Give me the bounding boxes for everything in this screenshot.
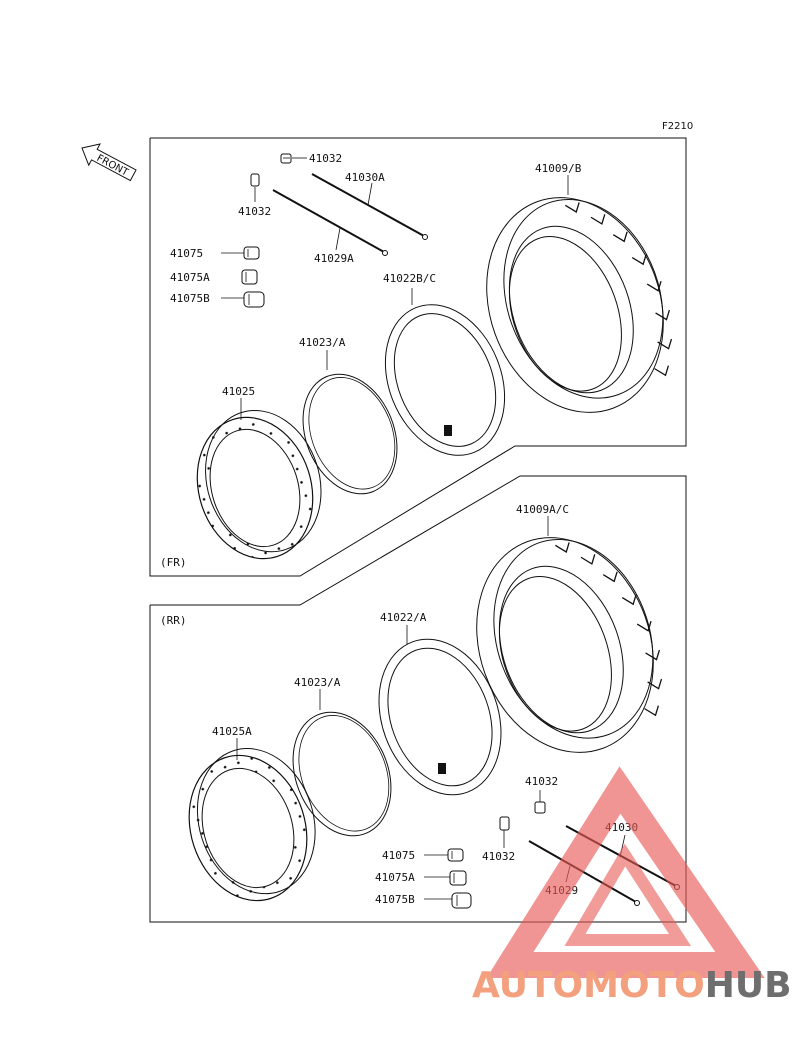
watermark-triangle-icon [486,766,765,978]
rear-section-frame [149,475,687,923]
valve-cap-front-top [280,153,292,164]
nut-41075B-rear [451,892,472,909]
tube-valve-front [444,425,452,436]
tire-41009AC [476,537,663,753]
tube-41022A [378,638,502,796]
label-41075A-rear: 41075A [375,871,415,884]
nut-41075-rear [447,848,464,862]
label-41025A: 41025A [212,725,252,738]
label-41075B-front: 41075B [170,292,210,305]
nut-41075A-rear [449,870,467,886]
label-41075-front: 41075 [170,247,203,260]
valve-cap-rear-top [534,801,546,814]
rim-41025 [196,409,322,560]
label-41032-rear-a: 41032 [525,775,558,788]
watermark-text-part2: HUB [705,965,792,1006]
figure-code: F2210 [662,121,693,132]
label-41009B: 41009/B [535,162,582,175]
watermark-text-part1: AUTOMOTO [472,965,705,1006]
label-41022A: 41022/A [380,611,427,624]
label-41023A-rear: 41023/A [294,676,341,689]
label-41032-rear-b: 41032 [482,850,515,863]
valve-cap-front-left [250,173,260,187]
section-label-front: (FR) [160,556,187,569]
label-41032-front-a: 41032 [309,152,342,165]
label-41029A: 41029A [314,252,354,265]
label-41030A: 41030A [345,171,385,184]
spoke-41029A [272,189,385,253]
nut-41075-front [243,246,260,260]
label-41075B-rear: 41075B [375,893,415,906]
valve-cap-rear-left [499,816,510,831]
front-arrow-icon: FRONT [81,143,137,182]
rim-band-41023A-front [302,373,398,495]
front-section-frame [149,137,687,577]
section-label-rear: (RR) [160,614,187,627]
label-41075A-front: 41075A [170,271,210,284]
watermark-logo [486,766,765,978]
label-41075-rear: 41075 [382,849,415,862]
label-41022BC: 41022B/C [383,272,436,285]
label-41025: 41025 [222,385,255,398]
label-41009AC: 41009A/C [516,503,569,516]
tube-41022BC [384,304,506,456]
rim-41025A [188,748,316,902]
watermark-text: AUTOMOTOHUB [472,965,792,1006]
label-41032-front-b: 41032 [238,205,271,218]
label-41023A-front: 41023/A [299,336,346,349]
tube-valve-rear [438,763,446,774]
front-label: FRONT [95,153,131,179]
nut-41075A-front [241,269,258,285]
tire-41009B [486,197,673,413]
nut-41075B-front [243,291,265,308]
